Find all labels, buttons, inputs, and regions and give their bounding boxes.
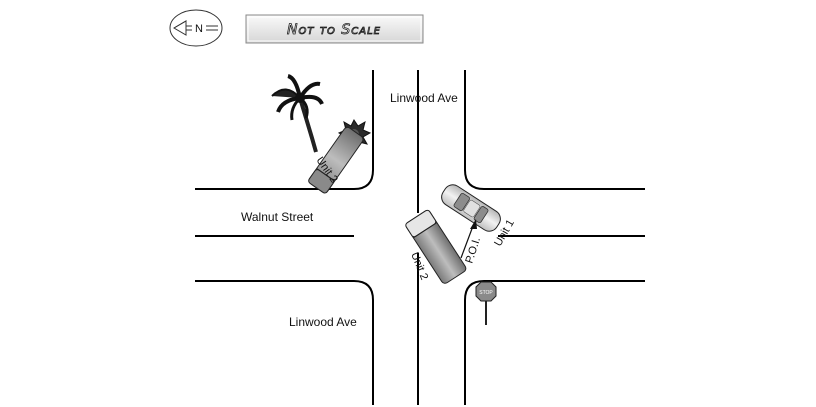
street-label-linwood-south: Linwood Ave — [289, 315, 357, 329]
stop-sign-icon: STOP — [475, 281, 497, 325]
vehicle-unit1-car — [441, 184, 501, 232]
street-label-linwood-north: Linwood Ave — [390, 91, 458, 105]
scale-note-text: Not to Scale — [287, 22, 381, 38]
stop-sign-text: STOP — [479, 290, 493, 296]
vehicle-unit2-truck — [405, 209, 467, 284]
compass-label: N — [195, 23, 203, 35]
poi-label: P.O.I. — [463, 236, 483, 265]
street-label-walnut: Walnut Street — [241, 210, 314, 224]
vehicle-unit2-parked — [308, 126, 364, 194]
palm-tree-icon — [271, 74, 324, 153]
compass-icon: N — [169, 9, 223, 47]
poi-marker — [460, 219, 477, 259]
road-edges — [195, 70, 645, 405]
scale-note: Not to Scale — [245, 14, 424, 44]
